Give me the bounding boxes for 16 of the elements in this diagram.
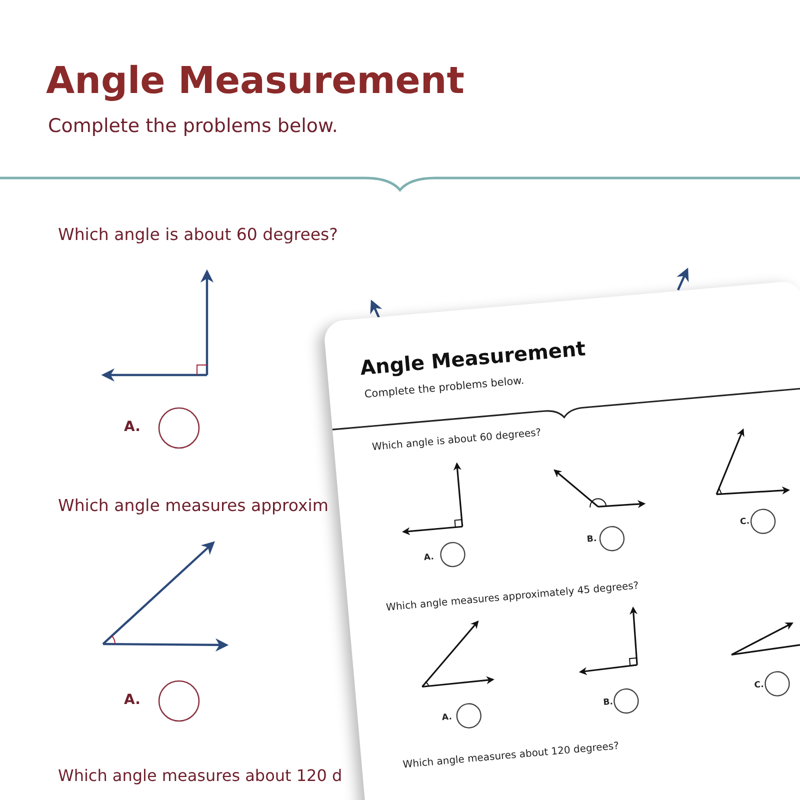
question-text: Which angle measures approxim bbox=[58, 497, 328, 516]
option-label: A. bbox=[424, 553, 434, 564]
option-label: C. bbox=[754, 680, 764, 692]
question-text: Which angle measures about 120 d bbox=[58, 767, 342, 786]
question-text: Which angle measures approximately 45 degrees? bbox=[386, 580, 640, 614]
subtitle: Complete the problems below. bbox=[48, 116, 338, 138]
option-label: B. bbox=[586, 535, 598, 546]
question-text: Which angle is about 60 degrees? bbox=[58, 226, 338, 245]
question-text: Which angle is about 60 degrees? bbox=[372, 427, 542, 454]
option-label: A. bbox=[442, 713, 452, 724]
option-label: A. bbox=[124, 419, 140, 436]
option-label: B. bbox=[602, 698, 614, 709]
option-label: A. bbox=[124, 692, 140, 708]
question-text: Which angle measures about 120 degrees? bbox=[402, 740, 620, 772]
title: Angle Measurement bbox=[46, 60, 464, 103]
option-label: C. bbox=[740, 518, 750, 528]
